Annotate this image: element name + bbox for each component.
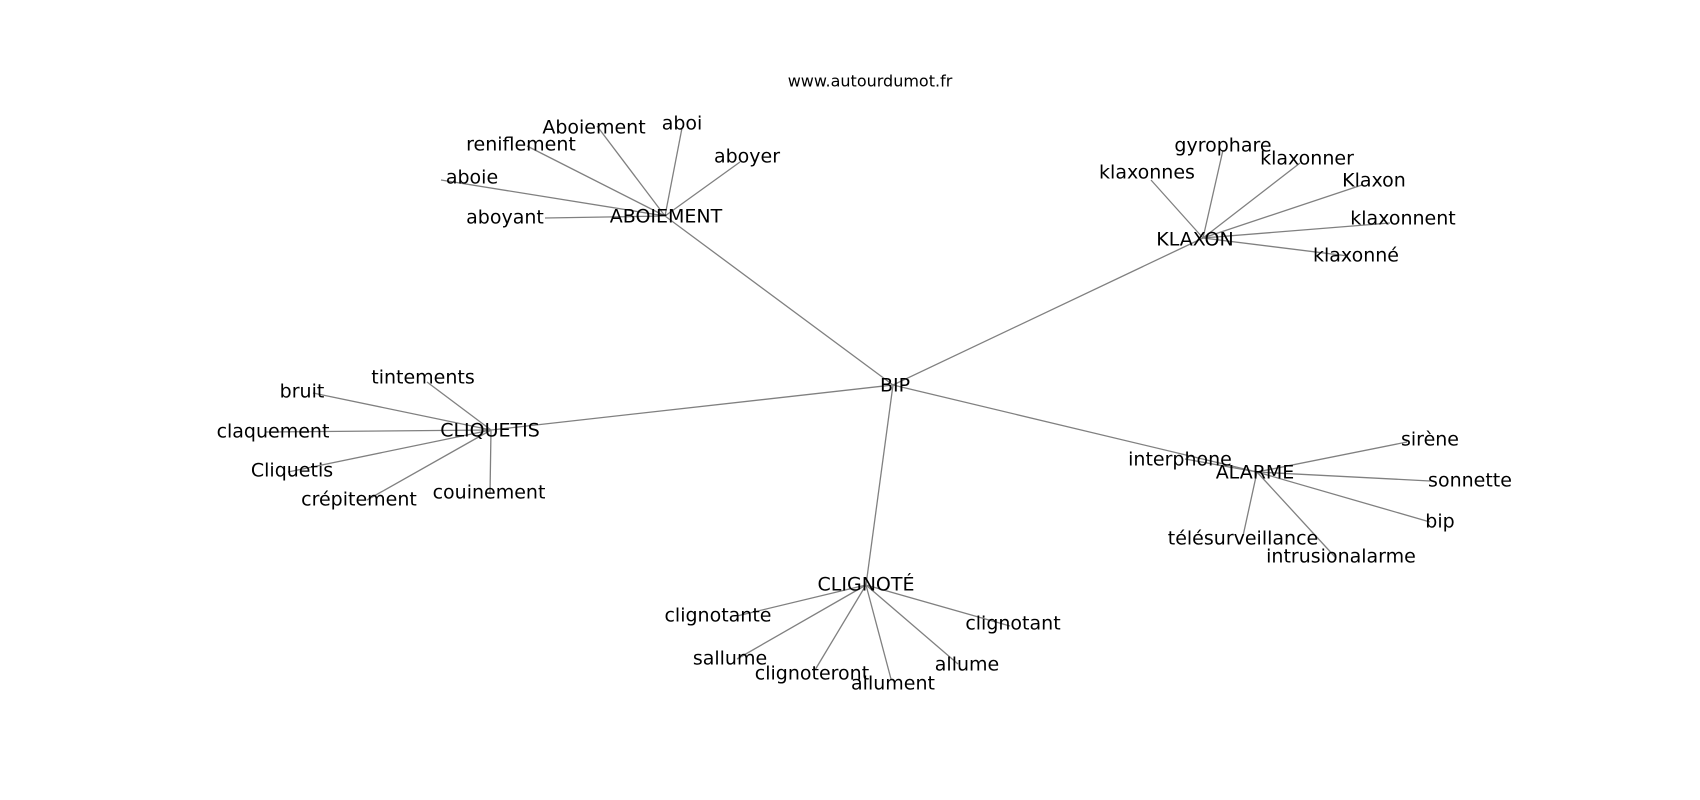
- word-node-label: klaxonnent: [1350, 208, 1455, 230]
- graph-edge: [664, 161, 741, 217]
- graph-edge: [865, 584, 959, 665]
- graph-edge: [1202, 149, 1224, 239]
- graph-edge: [1256, 441, 1408, 473]
- graph-edge: [1202, 237, 1349, 257]
- word-node-label: sallume: [693, 648, 767, 670]
- word-node-label: klaxonné: [1313, 245, 1399, 267]
- word-node-label: couinement: [433, 482, 546, 504]
- graph-edges: [264, 125, 1431, 680]
- word-node-label: aboyer: [714, 146, 780, 168]
- graph-edge: [1202, 162, 1301, 239]
- word-node-label: claquement: [217, 421, 330, 443]
- graph-edge: [440, 179, 666, 217]
- word-node-label: interphone: [1128, 449, 1232, 471]
- word-node-label: reniflement: [466, 134, 576, 156]
- word-node-label: Klaxon: [1342, 170, 1406, 192]
- graph-edge: [264, 429, 492, 433]
- graph-edge: [664, 127, 683, 217]
- graph-edge: [544, 215, 666, 219]
- cluster-node-cliquetis: CLIQUETIS: [440, 420, 540, 442]
- word-node-label: klaxonnes: [1099, 162, 1195, 184]
- word-node-label: allument: [851, 673, 935, 695]
- graph-edge: [426, 381, 492, 431]
- graph-edge: [865, 584, 892, 680]
- graph-edge: [1184, 458, 1258, 473]
- word-node-label: allume: [935, 654, 999, 676]
- graph-edge: [814, 584, 867, 671]
- graph-edge: [526, 145, 666, 217]
- root-node-label: BIP: [880, 375, 910, 397]
- graph-edge: [1242, 471, 1258, 537]
- graph-edge: [892, 237, 1204, 386]
- word-node-label: clignotant: [965, 613, 1060, 635]
- graph-edge: [892, 384, 1258, 473]
- graph-edge: [1150, 179, 1204, 239]
- cluster-node-clignote: CLIGNOTÉ: [818, 573, 915, 596]
- cluster-node-klaxon: KLAXON: [1156, 229, 1233, 251]
- graph-edge: [490, 384, 894, 431]
- word-node-label: sirène: [1401, 429, 1459, 451]
- graph-edge: [366, 429, 492, 501]
- graph-edge: [596, 125, 666, 217]
- cluster-node-aboiement: ABOIEMENT: [610, 206, 723, 228]
- word-node-label: bip: [1425, 511, 1454, 533]
- graph-edge: [1256, 471, 1337, 559]
- graph-edge: [1256, 471, 1431, 523]
- word-node-label: Cliquetis: [251, 460, 333, 482]
- graph-edge: [1202, 184, 1363, 239]
- graph-edge: [287, 429, 492, 473]
- word-node-label: télésurveillance: [1168, 528, 1318, 550]
- word-node-label: sonnette: [1428, 470, 1512, 492]
- word-node-label: klaxonner: [1260, 148, 1354, 170]
- word-node-label: crépitement: [301, 489, 417, 511]
- graph-edge: [1202, 222, 1391, 239]
- word-node-label: gyrophare: [1174, 135, 1271, 157]
- graph-edge: [489, 429, 492, 495]
- graph-edge: [312, 392, 492, 431]
- word-node-label: aboyant: [466, 207, 544, 229]
- cluster-node-alarme: ALARME: [1216, 462, 1295, 484]
- word-node-label: aboi: [662, 113, 703, 135]
- word-node-label: aboie: [446, 167, 498, 189]
- site-url-label: www.autourdumot.fr: [788, 72, 953, 91]
- word-node-label: intrusionalarme: [1266, 546, 1416, 568]
- word-node-label: tintements: [371, 367, 475, 389]
- word-node-label: clignotante: [664, 605, 771, 627]
- graph-edge: [865, 584, 1011, 627]
- graph-edge: [865, 384, 894, 586]
- graph-edge: [1256, 471, 1431, 482]
- graph-edge: [664, 215, 894, 386]
- word-node-label: bruit: [280, 381, 325, 403]
- graph-edge: [736, 584, 867, 617]
- word-node-label: Aboiement: [542, 117, 645, 139]
- graph-edge: [736, 584, 867, 660]
- word-node-label: clignoteront: [755, 663, 869, 685]
